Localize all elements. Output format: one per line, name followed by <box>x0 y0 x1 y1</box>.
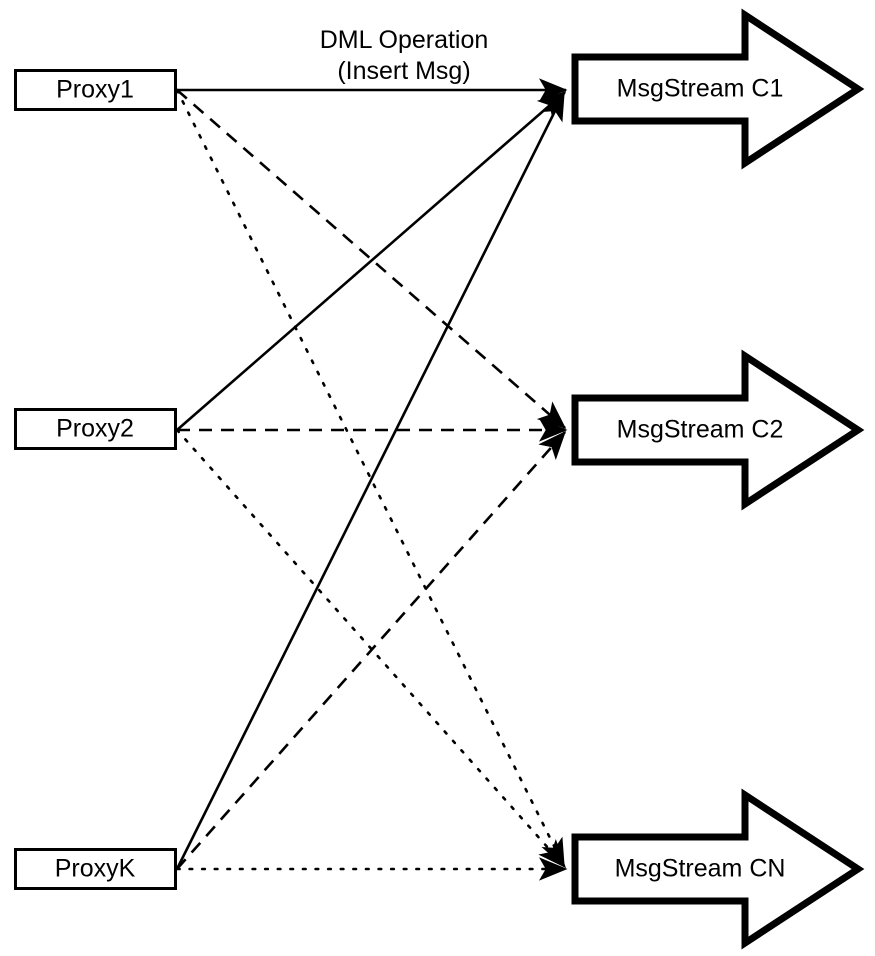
proxy1-label: Proxy1 <box>56 76 134 104</box>
edge-proxy1-to-cn <box>175 88 566 868</box>
edge-proxy1-to-c2 <box>176 89 567 430</box>
edge-proxyk-to-c1 <box>175 91 566 870</box>
edge-proxy2-to-c1 <box>176 90 567 431</box>
edge-label-dml-operation: DML Operation (Insert Msg) <box>320 26 489 85</box>
proxy-node-proxy2[interactable]: Proxy2 <box>14 408 177 450</box>
proxy-node-proxyk[interactable]: ProxyK <box>14 848 177 890</box>
proxy2-box[interactable] <box>14 408 177 450</box>
msgstream-c1-label: MsgStream C1 <box>617 75 784 103</box>
edge-label-line-2: (Insert Msg) <box>337 57 470 85</box>
edge-label-line-1: DML Operation <box>320 26 489 54</box>
proxy2-label: Proxy2 <box>56 415 134 443</box>
proxy1-box[interactable] <box>14 69 177 111</box>
msgstream-c1-arrow-shape[interactable] <box>571 8 865 170</box>
proxyk-label: ProxyK <box>55 855 136 883</box>
connector-edges <box>175 78 568 881</box>
msgstream-node-c1[interactable]: MsgStream C1 <box>571 8 865 170</box>
msgstream-cn-label: MsgStream CN <box>615 855 786 883</box>
proxy-node-proxy1[interactable]: Proxy1 <box>14 69 177 111</box>
edge-proxyk-to-c2 <box>176 430 567 870</box>
msgstream-node-c2[interactable]: MsgStream C2 <box>571 349 865 511</box>
proxyk-box[interactable] <box>14 848 177 890</box>
edge-proxy2-to-cn <box>175 428 567 869</box>
msgstream-c2-arrow-shape[interactable] <box>571 349 865 511</box>
msgstream-c2-label: MsgStream C2 <box>617 416 784 444</box>
msgstream-cn-arrow-shape[interactable] <box>571 788 865 950</box>
msgstream-node-cn[interactable]: MsgStream CN <box>571 788 865 950</box>
